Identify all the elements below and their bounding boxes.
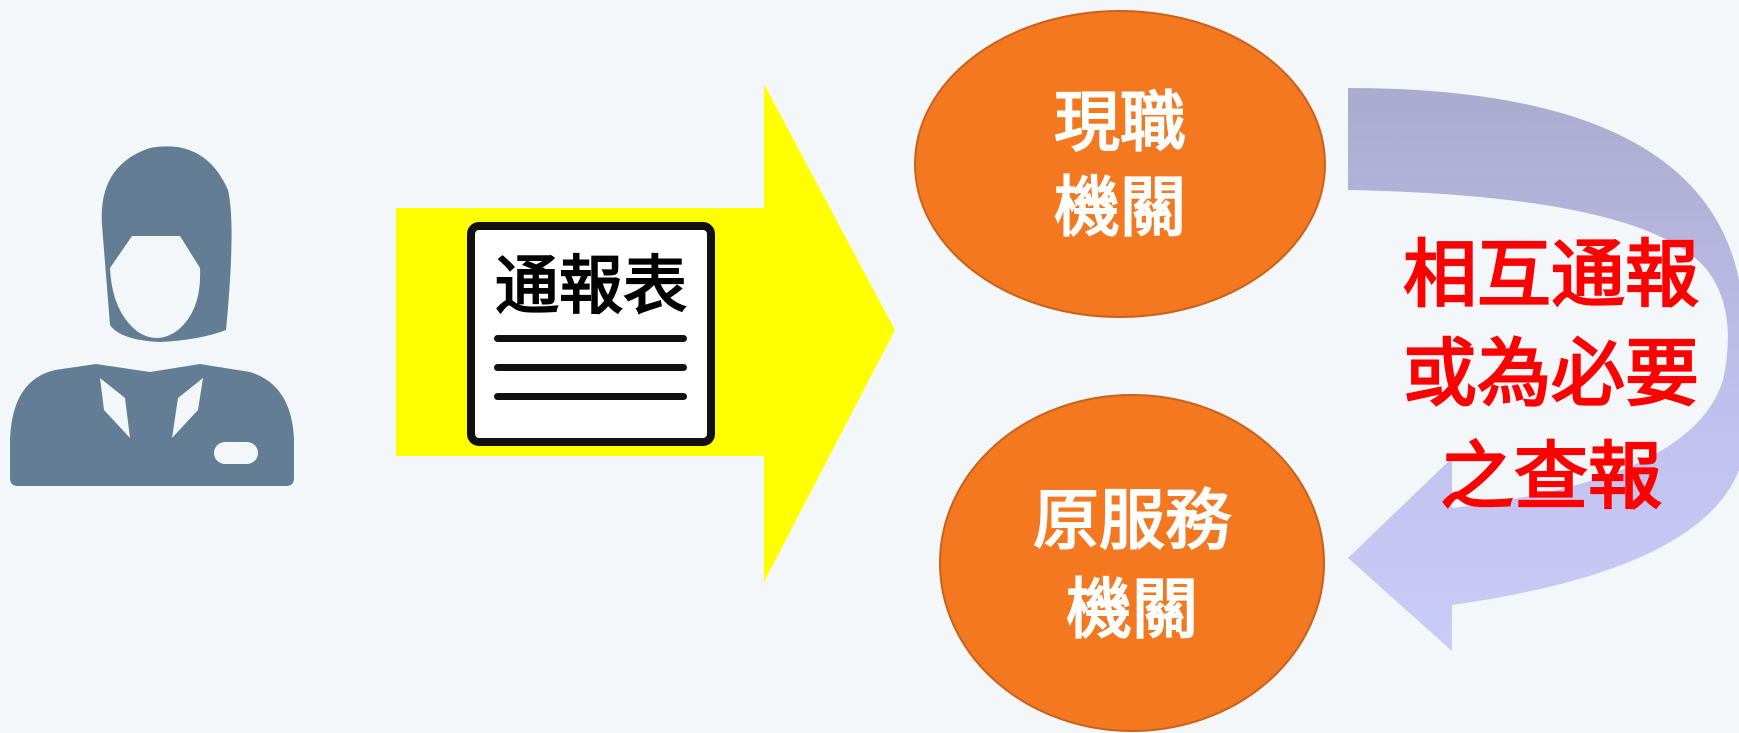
curved-arrow	[1348, 88, 1739, 651]
former-agency-node: 原服務 機關	[939, 394, 1325, 732]
current-agency-label-line-1: 現職	[1054, 84, 1186, 161]
mutual-report-note: 相互通報 或為必要 之查報	[1403, 232, 1699, 520]
document-title: 通報表	[495, 250, 687, 324]
former-agency-label-line-1: 原服務	[1033, 482, 1232, 559]
former-agency-label-line-2: 機關	[1066, 571, 1198, 648]
person-icon	[10, 146, 294, 486]
mutual-note-line-2: 或為必要	[1403, 331, 1699, 417]
mutual-note-line-3: 之查報	[1440, 434, 1662, 520]
document-icon: 通報表	[467, 222, 715, 446]
current-agency-node: 現職 機關	[914, 10, 1326, 318]
current-agency-label-line-2: 機關	[1054, 169, 1186, 246]
mutual-note-line-1: 相互通報	[1403, 232, 1699, 318]
